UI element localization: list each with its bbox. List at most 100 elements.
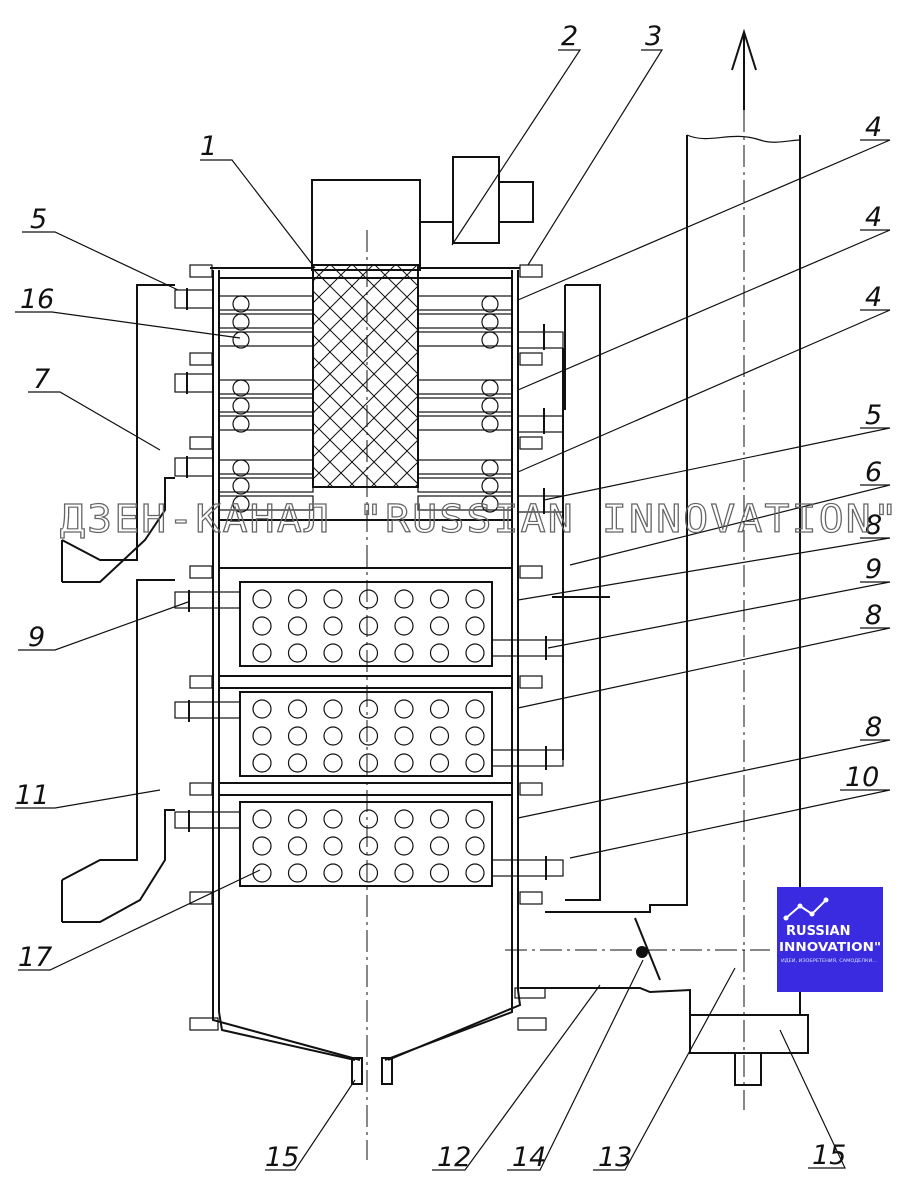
watermark-text: ДЗЕН-КАНАЛ "RUSSIAN INNOVATION" [60, 497, 900, 541]
label-14: 14 [512, 1142, 546, 1173]
tube-circle [394, 753, 414, 773]
tube-circle [465, 863, 485, 883]
label-5-left: 5 [30, 204, 47, 235]
tube-circle [465, 726, 485, 746]
tube-circle [465, 836, 485, 856]
tube-circle [465, 753, 485, 773]
vessel-flanges [189, 264, 547, 1031]
label-10: 10 [845, 762, 879, 793]
tube-circle [323, 616, 343, 636]
tube-circle [394, 589, 414, 609]
tube-circle [394, 863, 414, 883]
label-15-left: 15 [265, 1142, 299, 1173]
tube-circle [323, 643, 343, 663]
leader-lines [15, 49, 891, 1171]
tube-circle [394, 836, 414, 856]
label-8-a: 8 [865, 510, 882, 541]
label-9-left: 9 [28, 622, 45, 653]
channel-logo: RUSSIAN INNOVATION" ИДЕИ, ИЗОБРЕТЕНИЯ, С… [777, 887, 883, 992]
tube-circle [323, 836, 343, 856]
flow-arrow-up [731, 28, 757, 110]
label-1: 1 [200, 131, 217, 162]
tube-circle [394, 699, 414, 719]
tube-circle [358, 726, 379, 746]
tube-circle [252, 589, 272, 609]
tube-circle [358, 616, 379, 636]
tube-circle [287, 616, 308, 636]
left-manifolds [61, 284, 241, 923]
logo-line-2: INNOVATION" [779, 940, 881, 954]
tube-circle [429, 616, 450, 636]
tube-circle [287, 699, 308, 719]
tube-circle [429, 699, 450, 719]
tube-circle [465, 616, 485, 636]
filter-cartridge [312, 264, 419, 488]
tube-circle [252, 809, 272, 829]
right-manifolds [491, 284, 610, 901]
label-4-top: 4 [865, 112, 882, 143]
label-15-right: 15 [812, 1140, 846, 1171]
label-4-mid: 4 [865, 202, 882, 233]
label-12: 12 [437, 1142, 471, 1173]
tube-circle [287, 643, 308, 663]
label-2: 2 [561, 21, 578, 52]
tube-circle [429, 836, 450, 856]
tube-circle [429, 726, 450, 746]
tube-circle [465, 699, 485, 719]
logo-background [777, 887, 883, 992]
label-8-c: 8 [865, 712, 882, 743]
upper-pipes [218, 295, 513, 569]
label-9-right: 9 [865, 554, 882, 585]
tube-circle [252, 753, 272, 773]
coil-tubes [232, 295, 499, 513]
tube-circle [429, 589, 450, 609]
tube-circle [252, 726, 272, 746]
tube-circle [429, 643, 450, 663]
tube-circle [394, 809, 414, 829]
tube-circle [287, 863, 308, 883]
tube-circle [287, 836, 308, 856]
tube-circle [287, 753, 308, 773]
tube-circle [465, 809, 485, 829]
tube-circle [323, 809, 343, 829]
tube-circle [323, 699, 343, 719]
tube-circle [358, 589, 379, 609]
tube-circle [394, 643, 414, 663]
label-11: 11 [15, 780, 49, 811]
logo-graph-icon [785, 899, 827, 919]
label-5-right: 5 [865, 400, 882, 431]
label-6: 6 [865, 457, 882, 488]
logo-line-1: RUSSIAN [786, 924, 851, 939]
tube-circle [394, 616, 414, 636]
tube-circle [287, 589, 308, 609]
logo-tagline: ИДЕИ, ИЗОБРЕТЕНИЯ, САМОДЕЛКИ... [781, 958, 877, 964]
tube-circle [358, 699, 379, 719]
hopper [311, 156, 534, 271]
tube-bundles [219, 581, 512, 887]
tube-circle [429, 809, 450, 829]
tube-circle [252, 699, 272, 719]
tube-circle [465, 643, 485, 663]
label-4-low: 4 [865, 282, 882, 313]
tube-circle [394, 726, 414, 746]
tube-circle [358, 809, 379, 829]
label-8-b: 8 [865, 600, 882, 631]
label-17: 17 [18, 942, 52, 973]
tube-circle [287, 726, 308, 746]
tube-circle [429, 863, 450, 883]
label-3: 3 [645, 21, 662, 52]
tube-circle [287, 809, 308, 829]
tube-circle [323, 863, 343, 883]
callout-labels: 1 2 3 4 4 4 5 5 6 7 8 8 8 8 9 9 10 11 12… [15, 21, 882, 1173]
tube-circle [323, 726, 343, 746]
tube-circle [323, 753, 343, 773]
tube-circle [252, 616, 272, 636]
label-13: 13 [598, 1142, 632, 1173]
tube-circle [358, 753, 379, 773]
tube-circle [358, 643, 379, 663]
tube-circle [429, 753, 450, 773]
tube-circle [358, 836, 379, 856]
tube-circle [465, 589, 485, 609]
label-16: 16 [20, 284, 54, 315]
